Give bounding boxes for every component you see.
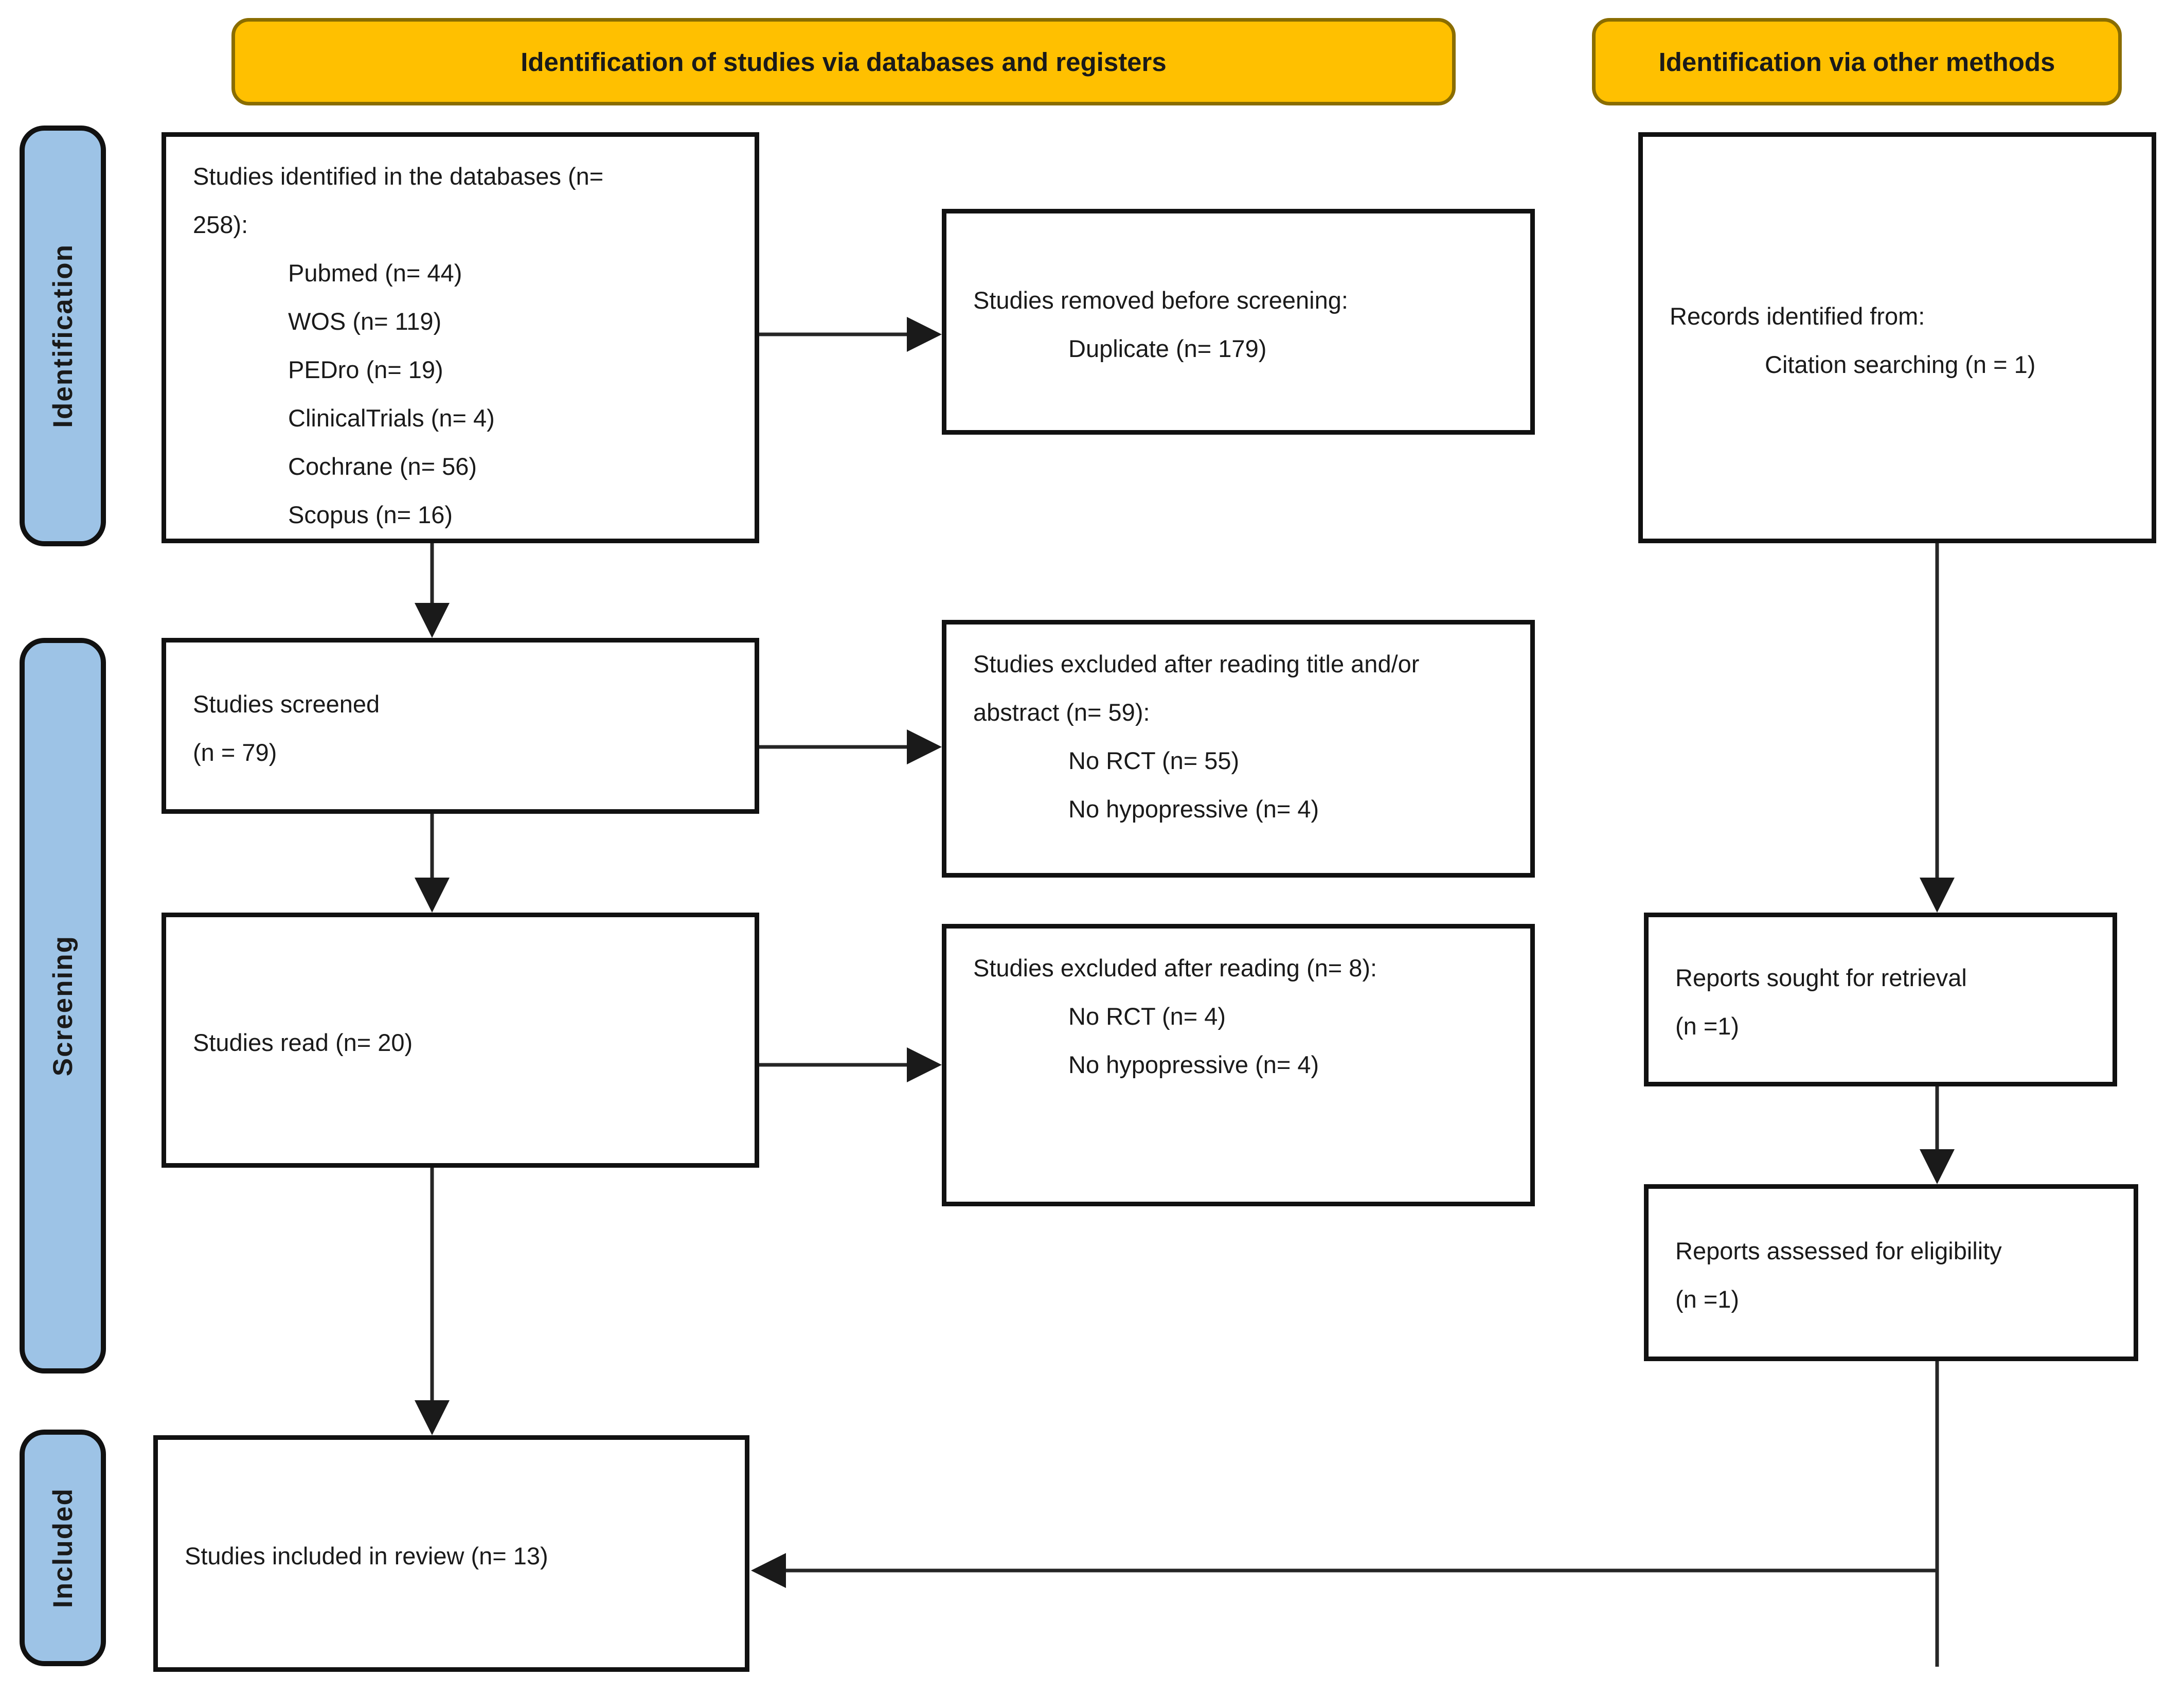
box-studies-read-title: Studies read (n= 20) (193, 1029, 413, 1056)
box-studies-included-title: Studies included in review (n= 13) (185, 1542, 548, 1569)
box-excluded-after-reading: Studies excluded after reading (n= 8): N… (942, 924, 1535, 1206)
header-databases-registers: Identification of studies via databases … (231, 18, 1456, 105)
box-excluded-title-abstract: Studies excluded after reading title and… (942, 620, 1535, 878)
header-databases-registers-label: Identification of studies via databases … (521, 47, 1167, 77)
arrow-read-to-included (415, 1168, 450, 1435)
box-item: No RCT (n= 55) (1068, 747, 1240, 774)
stage-label-identification-text: Identification (47, 244, 78, 428)
stage-label-included-text: Included (47, 1488, 78, 1608)
box-reports-sought: Reports sought for retrieval (n =1) (1644, 913, 2117, 1086)
arrow-screened-to-excluded-title-abstract (759, 729, 942, 764)
stage-label-screening-text: Screening (47, 935, 78, 1077)
box-sought-line2: (n =1) (1675, 1012, 1740, 1040)
arrow-identified-to-removed (759, 317, 942, 352)
box-studies-included: Studies included in review (n= 13) (153, 1435, 749, 1672)
arrow-identified-to-screened (415, 543, 450, 638)
box-excluded-title-abstract-title: Studies excluded after reading title and… (973, 650, 1420, 726)
box-item: Scopus (n= 16) (288, 501, 453, 528)
box-studies-identified-title: Studies identified in the databases (n= … (193, 163, 604, 238)
box-assessed-line2: (n =1) (1675, 1286, 1740, 1313)
stage-label-screening: Screening (20, 638, 106, 1373)
box-item: No hypopressive (n= 4) (1068, 795, 1319, 823)
box-studies-identified: Studies identified in the databases (n= … (162, 132, 759, 543)
box-studies-read: Studies read (n= 20) (162, 913, 759, 1168)
box-item: Duplicate (n= 179) (1068, 334, 1267, 362)
box-screened-line2: (n = 79) (193, 739, 277, 766)
box-assessed-line1: Reports assessed for eligibility (1675, 1237, 2002, 1264)
box-item: Citation searching (n = 1) (1765, 350, 2036, 378)
arrow-sought-to-assessed (1920, 1086, 1955, 1184)
arrow-screened-to-read (415, 814, 450, 913)
box-reports-assessed: Reports assessed for eligibility (n =1) (1644, 1184, 2138, 1361)
arrow-assessed-to-included (751, 1361, 1939, 1667)
box-item: PEDro (n= 19) (288, 356, 443, 383)
arrow-read-to-excluded-after-reading (759, 1047, 942, 1082)
stage-label-identification: Identification (20, 126, 106, 546)
box-sought-line1: Reports sought for retrieval (1675, 964, 1967, 991)
box-item: Pubmed (n= 44) (288, 259, 462, 287)
stage-label-included: Included (20, 1430, 106, 1666)
box-item: ClinicalTrials (n= 4) (288, 404, 495, 432)
box-screened-line1: Studies screened (193, 690, 380, 718)
box-item: No hypopressive (n= 4) (1068, 1051, 1319, 1078)
box-item: No RCT (n= 4) (1068, 1003, 1226, 1030)
box-removed-before-screening: Studies removed before screening: Duplic… (942, 209, 1535, 435)
arrow-records-to-sought (1920, 543, 1955, 913)
box-removed-title: Studies removed before screening: (973, 286, 1348, 314)
box-records-other-methods: Records identified from: Citation search… (1638, 132, 2156, 543)
box-records-title: Records identified from: (1670, 302, 1925, 330)
box-item: Cochrane (n= 56) (288, 453, 477, 480)
box-studies-screened: Studies screened (n = 79) (162, 638, 759, 814)
box-excluded-after-reading-title: Studies excluded after reading (n= 8): (973, 954, 1377, 982)
header-other-methods-label: Identification via other methods (1658, 47, 2055, 77)
header-other-methods: Identification via other methods (1592, 18, 2122, 105)
box-item: WOS (n= 119) (288, 308, 442, 335)
